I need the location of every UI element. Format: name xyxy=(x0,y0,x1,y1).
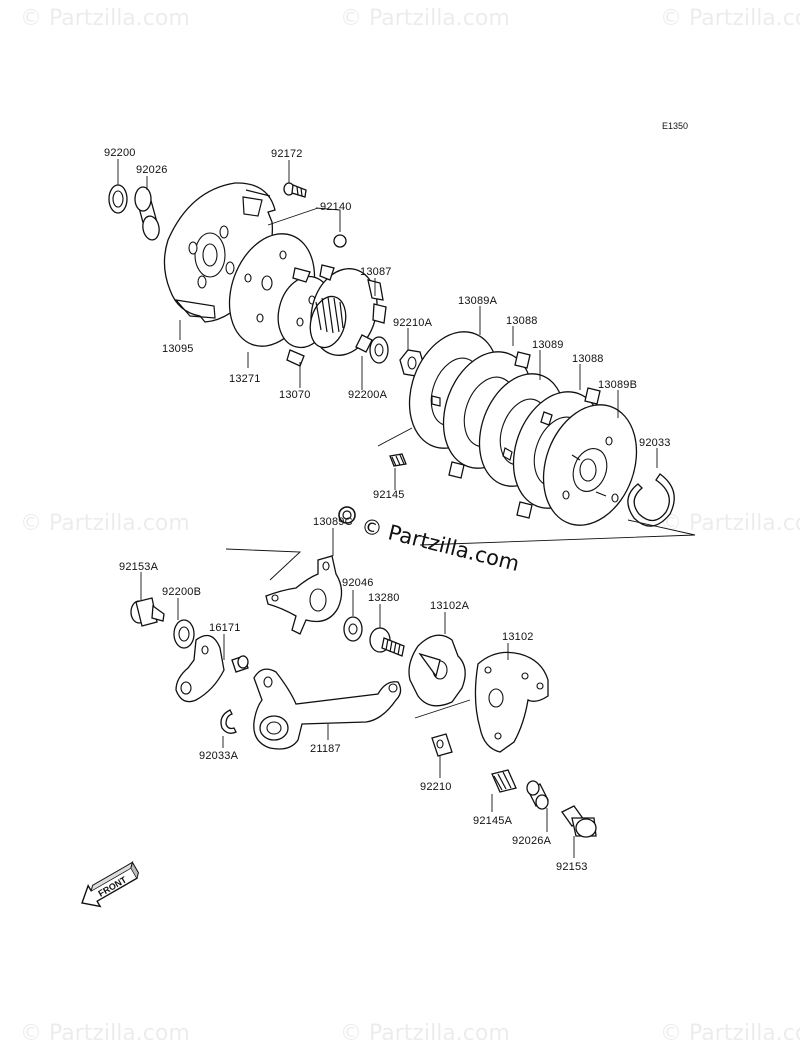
part-13087-gear-hub[interactable] xyxy=(302,261,387,363)
part-16171-lever[interactable] xyxy=(175,634,249,703)
label-13088-front[interactable]: 13088 xyxy=(506,315,538,327)
label-13095[interactable]: 13095 xyxy=(162,343,194,355)
label-92140[interactable]: 92140 xyxy=(320,201,352,213)
part-92153A-bolt[interactable] xyxy=(130,597,165,627)
part-92145-spring[interactable] xyxy=(389,453,407,467)
part-92145A-spring[interactable] xyxy=(491,769,517,793)
part-21187-pedal-arm[interactable] xyxy=(253,668,402,750)
label-13087[interactable]: 13087 xyxy=(360,266,392,278)
label-92210[interactable]: 92210 xyxy=(420,781,452,793)
watermark-repeat: © Partzilla.com xyxy=(20,511,190,536)
part-92033A-clip[interactable] xyxy=(220,709,237,734)
part-92210-nut[interactable] xyxy=(431,733,453,757)
label-92210A[interactable]: 92210A xyxy=(393,317,433,329)
label-13271[interactable]: 13271 xyxy=(229,373,261,385)
watermark-main-text: © Partzilla.com xyxy=(359,514,522,576)
part-13089C-lever-plate[interactable] xyxy=(265,555,343,635)
watermark-repeat: © Partzilla.com xyxy=(340,1021,510,1046)
part-92200-washer[interactable] xyxy=(108,184,128,214)
part-13102-cam-plate[interactable] xyxy=(474,651,549,753)
label-92145A[interactable]: 92145A xyxy=(473,815,513,827)
label-92033[interactable]: 92033 xyxy=(639,437,671,449)
label-92046[interactable]: 92046 xyxy=(342,577,374,589)
label-13102[interactable]: 13102 xyxy=(502,631,534,643)
label-92153A[interactable]: 92153A xyxy=(119,561,159,573)
label-92145[interactable]: 92145 xyxy=(373,489,405,501)
label-92200B[interactable]: 92200B xyxy=(162,586,201,598)
diagram-code: E1350 xyxy=(662,121,688,131)
front-direction-arrow-icon: FRONT xyxy=(81,861,139,908)
label-92026A[interactable]: 92026A xyxy=(512,835,552,847)
label-21187[interactable]: 21187 xyxy=(310,743,341,755)
label-92172[interactable]: 92172 xyxy=(271,148,303,160)
label-92200[interactable]: 92200 xyxy=(104,147,136,159)
part-92172-screw[interactable] xyxy=(283,182,307,198)
watermark-repeat: © Partzilla.com xyxy=(660,1021,800,1046)
part-92140-ball[interactable] xyxy=(333,234,347,248)
label-13089C[interactable]: 13089C xyxy=(313,516,353,528)
watermark-repeat: © Partzilla.com xyxy=(20,1021,190,1046)
part-92200B-washer[interactable] xyxy=(173,619,195,649)
label-13089B[interactable]: 13089B xyxy=(598,379,637,391)
watermark-repeat: © Partzilla.com xyxy=(660,6,800,31)
label-13089[interactable]: 13089 xyxy=(532,339,564,351)
label-92153[interactable]: 92153 xyxy=(556,861,588,873)
watermark-repeat: © Partzilla.com xyxy=(340,6,510,31)
label-16171[interactable]: 16171 xyxy=(209,622,241,634)
part-92026A-collar[interactable] xyxy=(526,780,549,810)
label-13088-rear[interactable]: 13088 xyxy=(572,353,604,365)
watermark-repeat: © Partzilla.com xyxy=(20,6,190,31)
label-13089A[interactable]: 13089A xyxy=(458,295,498,307)
part-13102A-cam[interactable] xyxy=(408,634,466,707)
part-92026-collar[interactable] xyxy=(134,186,161,241)
label-92200A[interactable]: 92200A xyxy=(348,389,388,401)
part-92200A-washer[interactable] xyxy=(369,336,389,364)
leader-lines xyxy=(117,159,696,858)
part-13089B-pressure-plate[interactable] xyxy=(527,392,652,539)
label-92026[interactable]: 92026 xyxy=(136,164,168,176)
part-13280-pin[interactable] xyxy=(369,627,405,657)
label-13070[interactable]: 13070 xyxy=(279,389,311,401)
part-92046-washer[interactable] xyxy=(343,616,363,642)
label-92033A[interactable]: 92033A xyxy=(199,750,239,762)
part-92153-bolt[interactable] xyxy=(561,805,597,838)
part-92033-circlip[interactable] xyxy=(627,473,675,527)
watermark-repeat: © Partzilla.com xyxy=(660,511,800,536)
watermark-main: © Partzilla.com xyxy=(338,506,522,576)
part-number-labels: 92200 92026 92172 92140 13087 13095 9221… xyxy=(104,147,671,873)
label-13280[interactable]: 13280 xyxy=(368,592,400,604)
label-13102A[interactable]: 13102A xyxy=(430,600,470,612)
watermark-layer: © Partzilla.com © Partzilla.com © Partzi… xyxy=(20,6,800,1046)
